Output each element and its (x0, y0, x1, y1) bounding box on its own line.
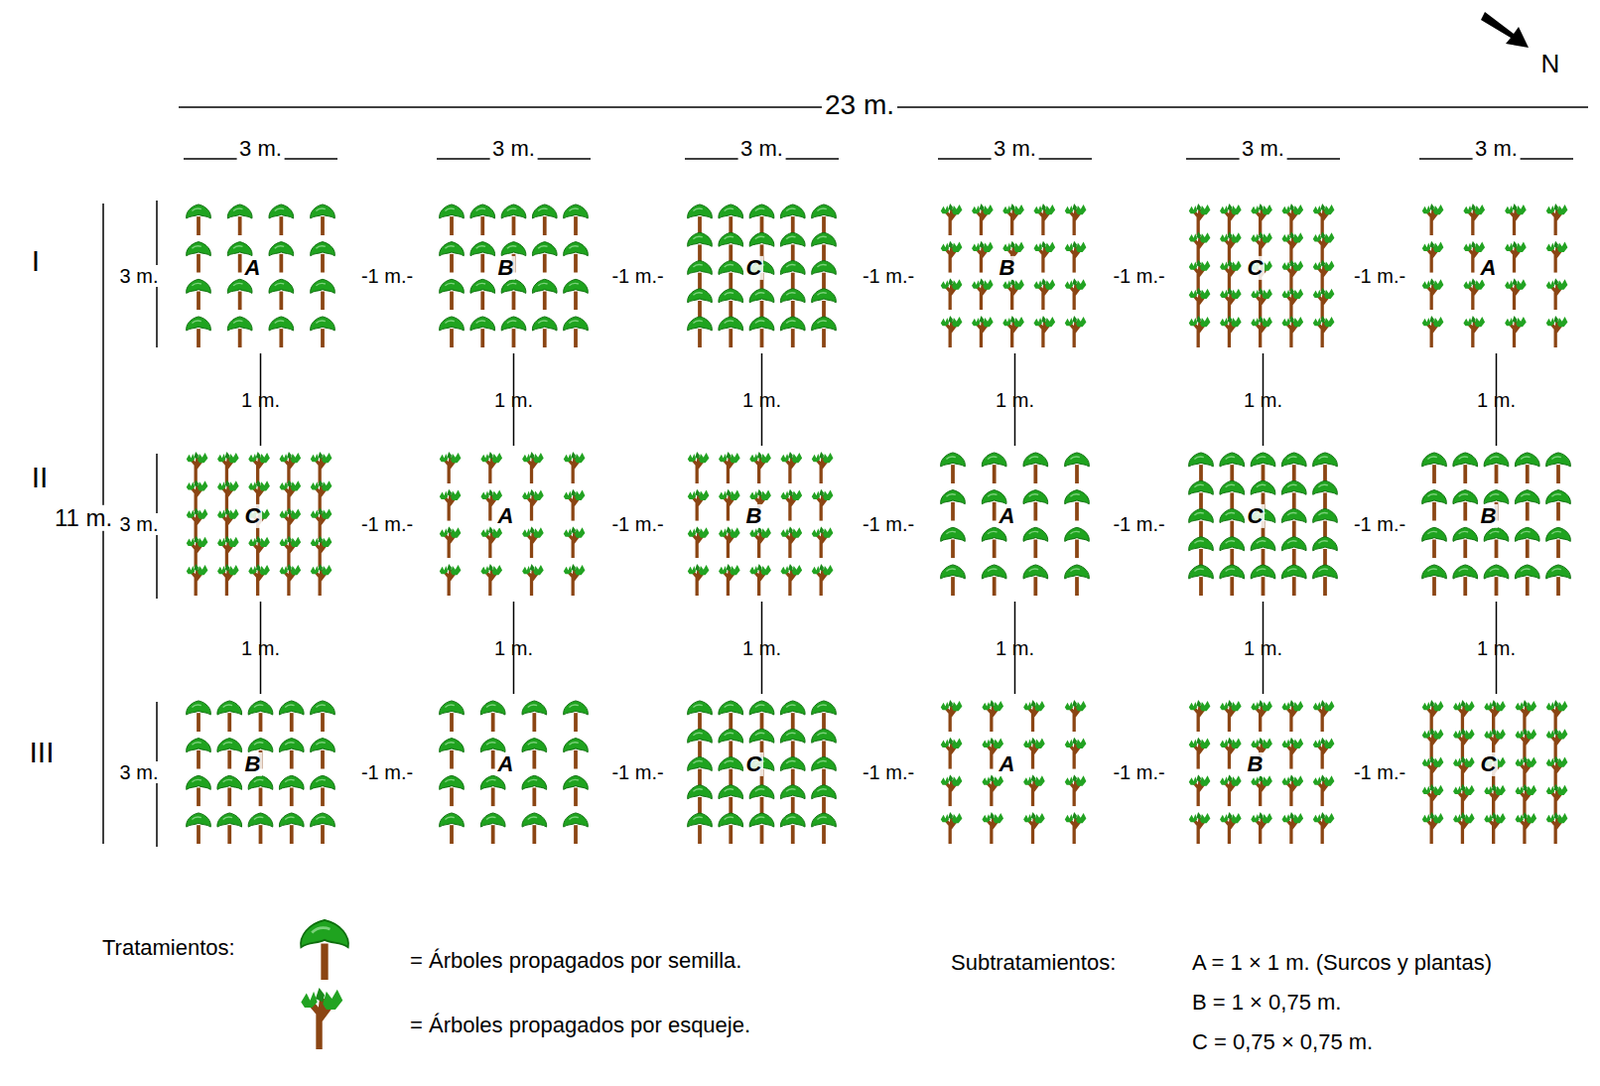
plot-gap: -1 m.- (358, 761, 416, 784)
subtreatment-letter: B (997, 255, 1018, 279)
legend-heading: Subtratamientos: (947, 950, 1119, 975)
subtreatment-letter: A (496, 503, 517, 528)
seed-tree-icon (300, 920, 349, 980)
plot-width: 3 m. (1471, 136, 1521, 161)
subtreatment-letter: C (1245, 503, 1266, 528)
total-width: 23 m. (821, 90, 898, 122)
row-gap: 1 m. (1240, 389, 1286, 411)
plot-gap: -1 m.- (1109, 265, 1168, 287)
row-gap: 1 m. (491, 637, 536, 660)
plot-height: 3 m. (117, 513, 162, 535)
subtreatment-letter: C (1245, 255, 1266, 279)
legend-heading: Tratamientos: (99, 935, 239, 960)
subtreatment-letter: A (496, 751, 517, 776)
plot-gap: -1 m.- (1109, 513, 1168, 535)
dimension-lines (103, 158, 1574, 847)
subtreatment-key: A = 1 × 1 m. (Surcos y plantas) (1189, 950, 1495, 975)
subtreatment-key: C = 0,75 × 0,75 m. (1189, 1030, 1376, 1055)
plot-gap: -1 m.- (1350, 513, 1409, 535)
plot-height: 3 m. (117, 265, 162, 287)
plot-gap: -1 m.- (358, 513, 416, 535)
row-gap: 1 m. (739, 637, 785, 660)
legend-text: = Árboles propagados por esqueje. (406, 1013, 754, 1038)
plot-gap: -1 m.- (358, 265, 416, 287)
subtreatment-letter: B (243, 751, 264, 776)
plot-gap: -1 m.- (1350, 265, 1409, 287)
subtreatment-letter: A (997, 751, 1018, 776)
row-gap: 1 m. (1473, 389, 1519, 411)
plot-gap: -1 m.- (1109, 761, 1168, 784)
plot-width: 3 m. (737, 136, 787, 161)
subtreatment-letter: B (496, 255, 517, 279)
plot-gap: -1 m.- (1350, 761, 1409, 784)
north-arrow (1480, 11, 1529, 48)
subtreatment-letter: A (1478, 255, 1499, 279)
cutting-tree-icon (300, 987, 343, 1050)
subtreatment-key: B = 1 × 0,75 m. (1189, 990, 1344, 1015)
plot-height: 3 m. (117, 761, 162, 784)
north-label: N (1538, 49, 1564, 79)
subtreatment-letter: B (1245, 751, 1266, 776)
subtreatment-letter: A (243, 255, 264, 279)
subtreatment-letter: B (1478, 503, 1499, 528)
legend-text: = Árboles propagados por semilla. (406, 948, 745, 973)
plot-gap: -1 m.- (608, 761, 667, 784)
plot-gap: -1 m.- (608, 265, 667, 287)
plot-gap: -1 m.- (608, 513, 667, 535)
row-gap: 1 m. (1473, 637, 1519, 660)
subtreatment-letter: B (744, 503, 765, 528)
subtreatment-letter: C (744, 255, 765, 279)
plot-gap: -1 m.- (859, 265, 918, 287)
plot-width: 3 m. (489, 136, 538, 161)
tree-plots (186, 203, 1572, 844)
subtreatment-letter: A (997, 503, 1018, 528)
plot-width: 3 m. (990, 136, 1040, 161)
plot-width: 3 m. (236, 136, 285, 161)
row-gap: 1 m. (992, 389, 1038, 411)
row-gap: 1 m. (238, 389, 283, 411)
row-gap: 1 m. (739, 389, 785, 411)
block-number: III (25, 735, 57, 769)
row-gap: 1 m. (491, 389, 536, 411)
plot-gap: -1 m.- (859, 513, 918, 535)
block-number: II (28, 460, 52, 494)
block-number: I (28, 244, 43, 277)
total-height: 11 m. (51, 505, 116, 532)
spacing-ticks (261, 353, 1497, 694)
row-gap: 1 m. (1240, 637, 1286, 660)
subtreatment-letter: C (744, 751, 765, 776)
subtreatment-letter: C (243, 503, 264, 528)
row-gap: 1 m. (992, 637, 1038, 660)
row-gap: 1 m. (238, 637, 283, 660)
plot-gap: -1 m.- (859, 761, 918, 784)
subtreatment-letter: C (1478, 751, 1499, 776)
plot-width: 3 m. (1238, 136, 1288, 161)
